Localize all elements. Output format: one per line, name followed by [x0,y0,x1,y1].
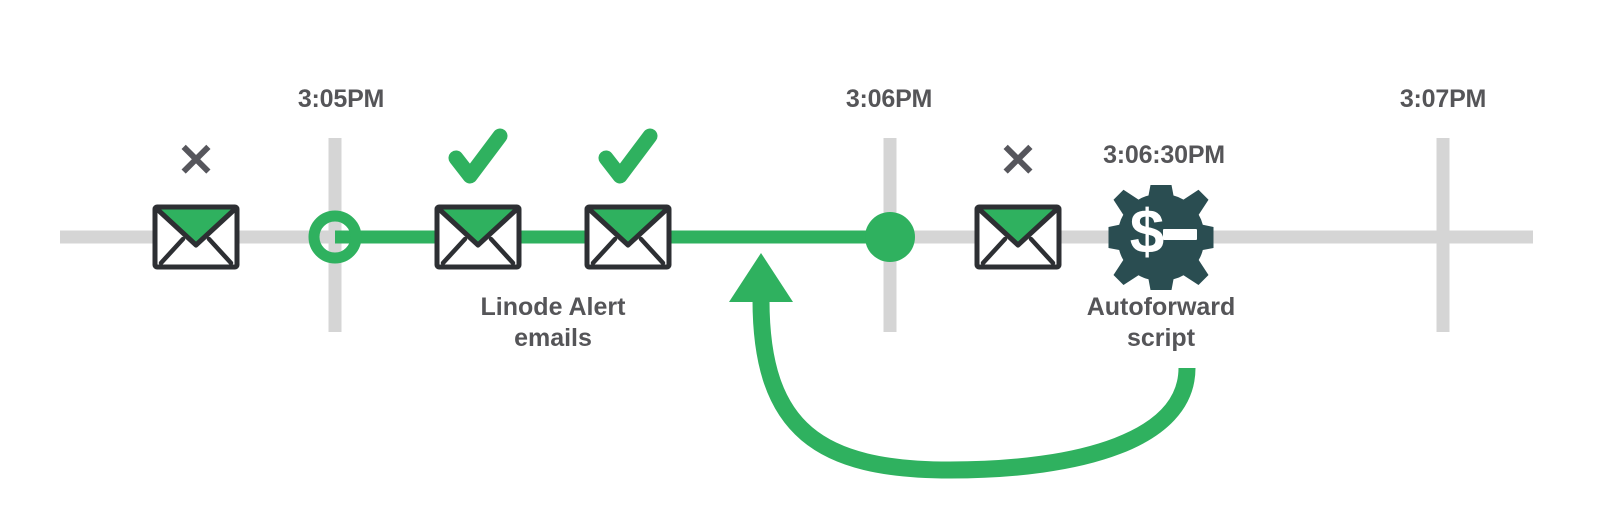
caption-line-2: script [1126,324,1196,352]
envelope-icon [587,207,669,267]
marker-hollow-circle-305 [308,210,362,264]
tick-label-306: 3:06PM [845,85,933,113]
caption-line-1: Autoforward [1086,293,1236,321]
check-mark-icon [606,136,650,176]
x-mark-icon: ✕ [176,134,216,186]
tick-label-305: 3:05PM [297,85,385,113]
envelope-icon [977,207,1059,267]
caption-line-2: emails [514,324,592,352]
envelope-icon [437,207,519,267]
tick-label-307: 3:07PM [1399,85,1487,113]
svg-text:$: $ [1130,198,1164,267]
check-mark-icon [456,136,500,176]
autoforward-feedback-arrow [729,253,1196,479]
caption-autoforward-script: Autoforward script [1087,292,1236,354]
envelope-icon [155,207,237,267]
marker-filled-circle-306 [865,212,915,262]
gear-dollar-icon: $ [1108,185,1214,290]
caption-linode-alert-emails: Linode Alert emails [481,292,626,354]
gear-time-label: 3:06:30PM [1103,141,1225,169]
caption-line-1: Linode Alert [480,293,626,321]
x-mark-icon: ✕ [998,134,1038,186]
